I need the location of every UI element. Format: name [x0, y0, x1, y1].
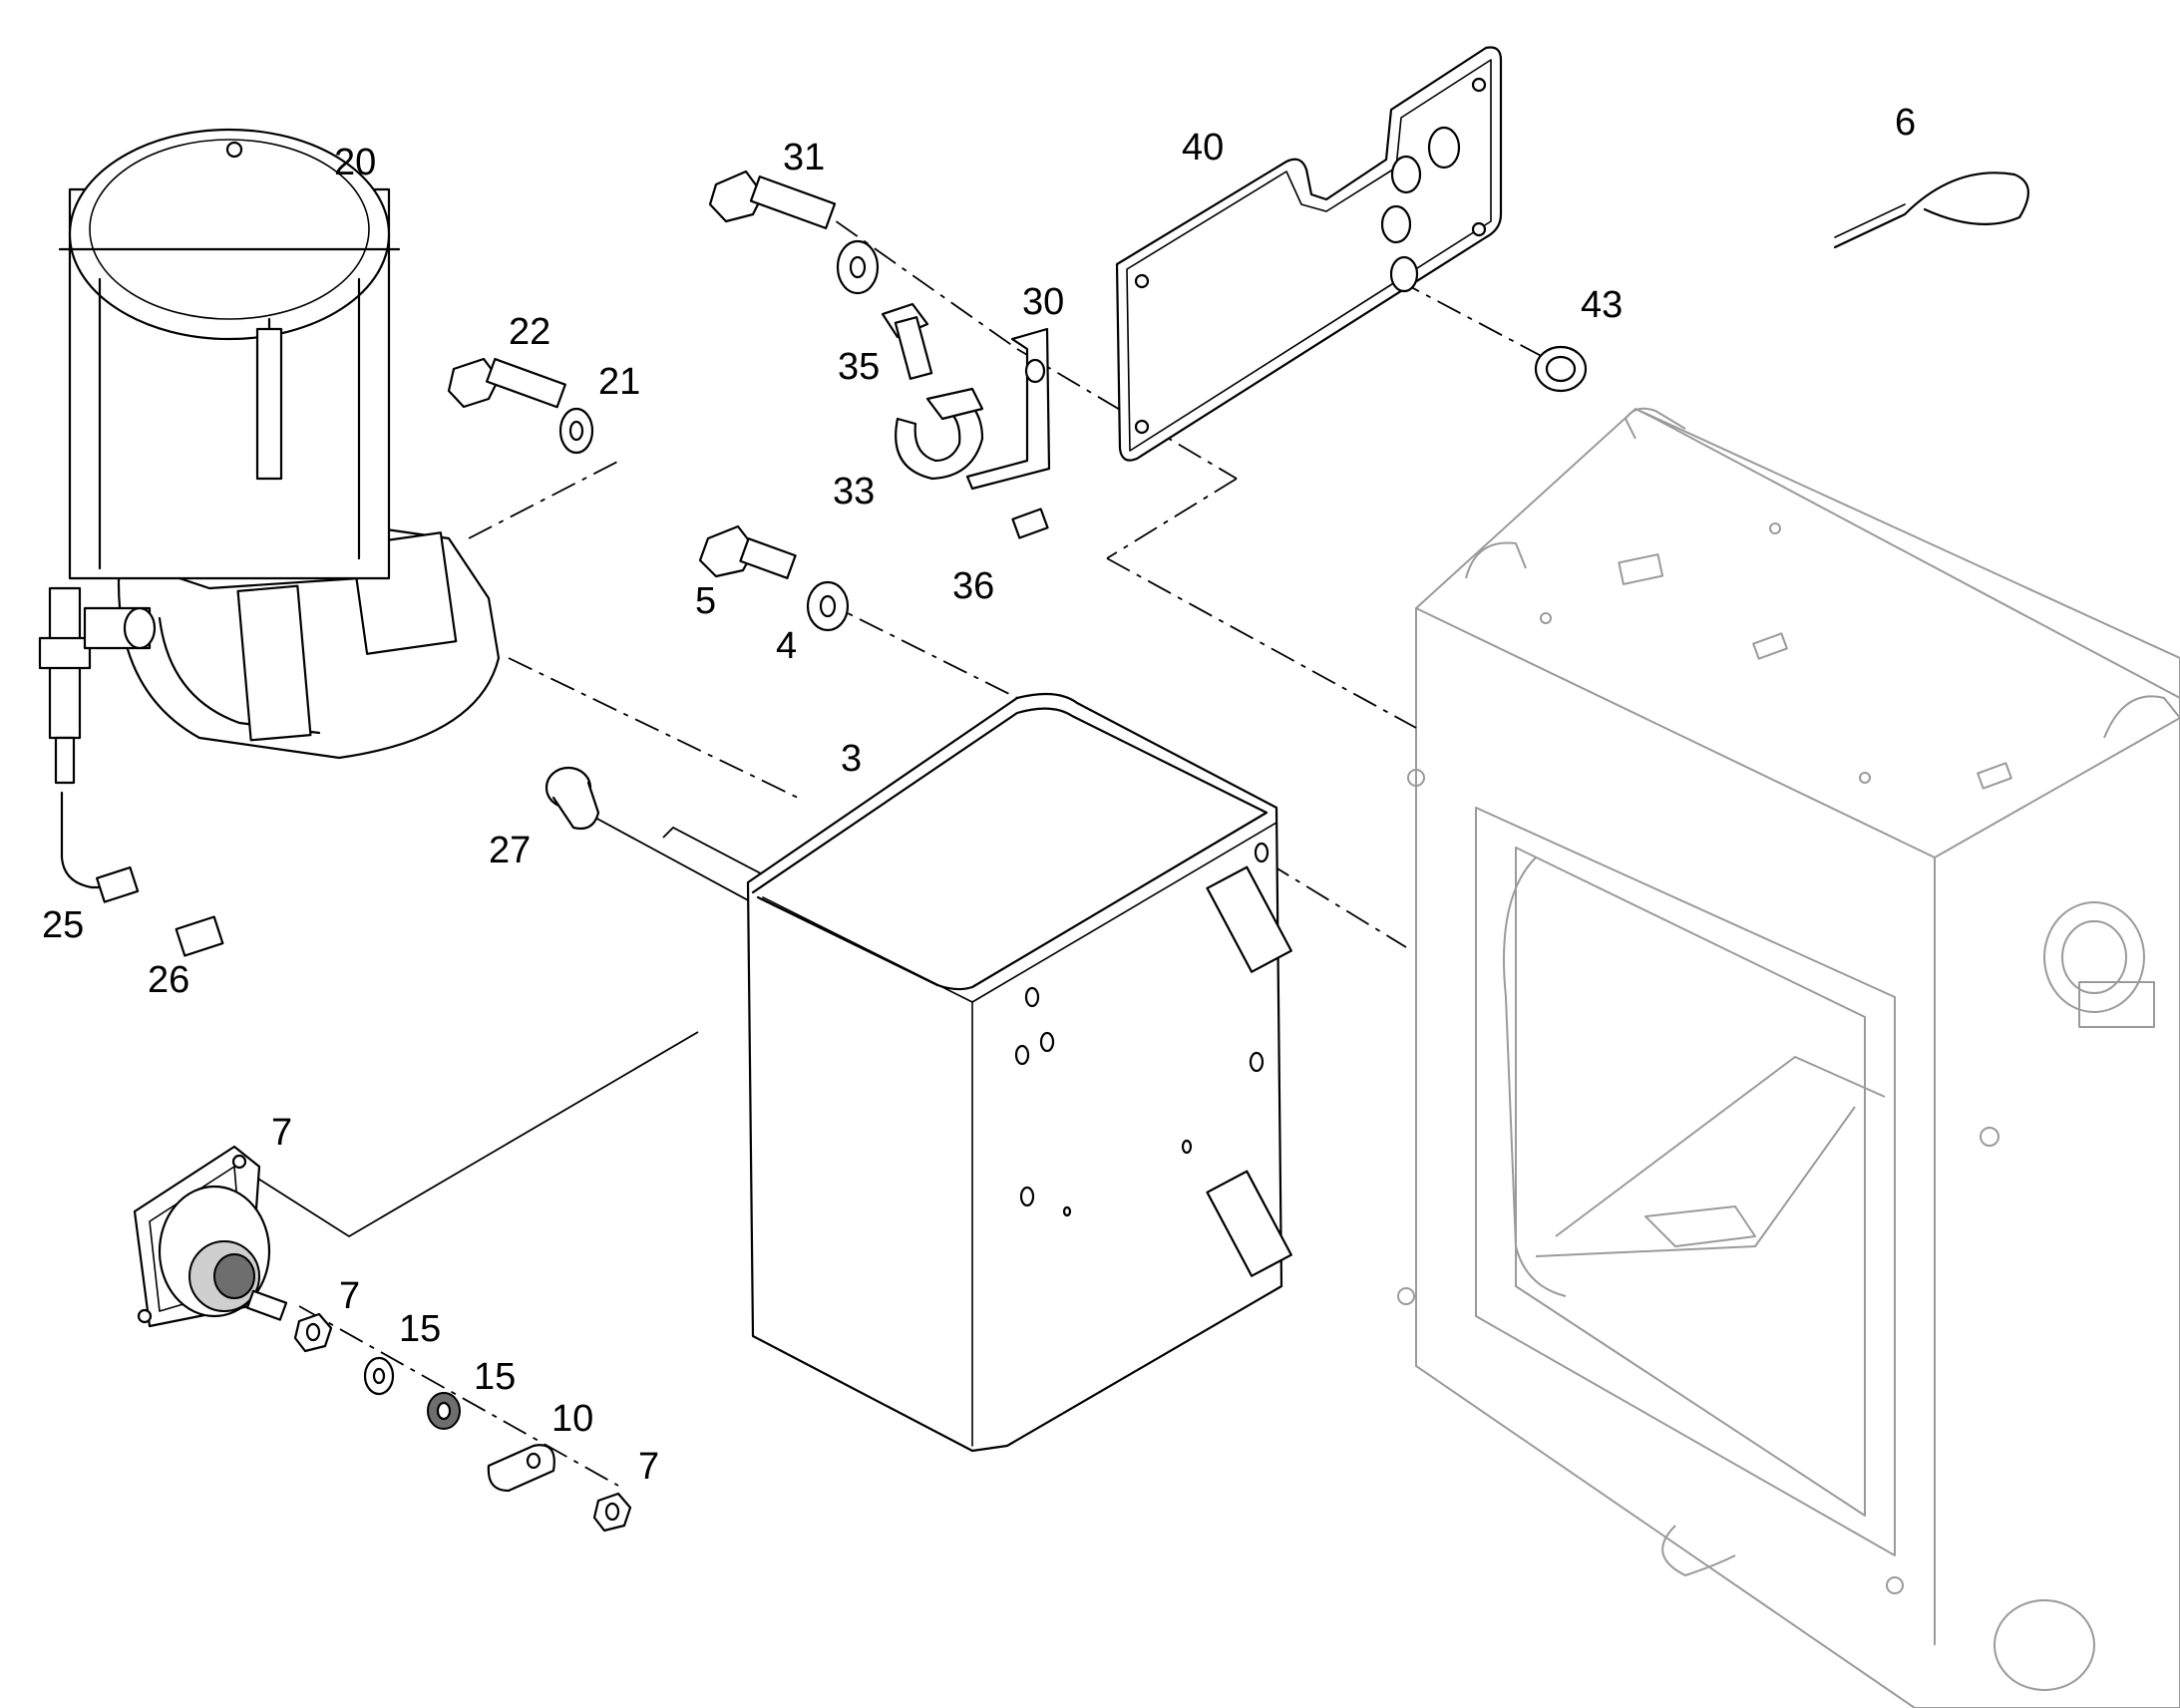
- callout-15-first: 15: [399, 1308, 441, 1350]
- callout-7-end: 7: [638, 1446, 659, 1488]
- lug-10: [487, 1444, 555, 1493]
- callout-30: 30: [1022, 281, 1064, 323]
- clip-33: [895, 387, 984, 481]
- washer-31: [836, 239, 880, 295]
- callout-10: 10: [551, 1398, 593, 1440]
- callout-7-gauge: 7: [271, 1112, 292, 1154]
- callout-43: 43: [1581, 284, 1623, 326]
- callout-3: 3: [841, 738, 862, 780]
- callout-5: 5: [695, 580, 716, 622]
- bracket-30: [965, 327, 1051, 491]
- washer-15b: [427, 1392, 461, 1430]
- pressure-gauge: [133, 1145, 288, 1328]
- callout-40: 40: [1182, 127, 1224, 169]
- bolt-5: [698, 524, 797, 579]
- callout-labels: 20 31 40 6 22 21 30 35 43 33 36 5 4 3 27…: [42, 102, 1916, 1488]
- nut-7a: [293, 1312, 333, 1353]
- callout-26: 26: [148, 959, 189, 1001]
- machine-frame: [1397, 407, 2180, 1708]
- pin-36: [1011, 508, 1049, 539]
- bolt-35: [881, 302, 933, 380]
- callout-4: 4: [776, 625, 797, 667]
- grommet-27: [545, 766, 600, 831]
- nut-7c: [592, 1492, 632, 1533]
- callout-15-second: 15: [474, 1356, 516, 1398]
- grommet-43: [1534, 345, 1588, 393]
- callout-35: 35: [838, 346, 880, 388]
- enclosure-box: [746, 692, 1292, 1453]
- callout-7-nut: 7: [339, 1275, 360, 1317]
- bolt-31: [708, 170, 837, 229]
- washer-15a: [363, 1356, 395, 1396]
- callout-21: 21: [598, 361, 640, 403]
- bolt-22: [447, 357, 566, 409]
- callout-20: 20: [334, 142, 376, 183]
- tube-fitting: [60, 791, 224, 957]
- callout-31: 31: [783, 137, 825, 178]
- cable-tie-6: [1833, 171, 2029, 249]
- lubrication-pump: [38, 128, 501, 785]
- callout-6: 6: [1895, 102, 1916, 144]
- callout-25: 25: [42, 904, 84, 946]
- callout-36: 36: [952, 565, 994, 607]
- plate-40: [1115, 46, 1503, 462]
- washer-21: [558, 407, 594, 455]
- callout-22: 22: [509, 311, 550, 353]
- washer-4: [806, 580, 850, 632]
- callout-27: 27: [489, 830, 531, 871]
- callout-33: 33: [833, 471, 875, 512]
